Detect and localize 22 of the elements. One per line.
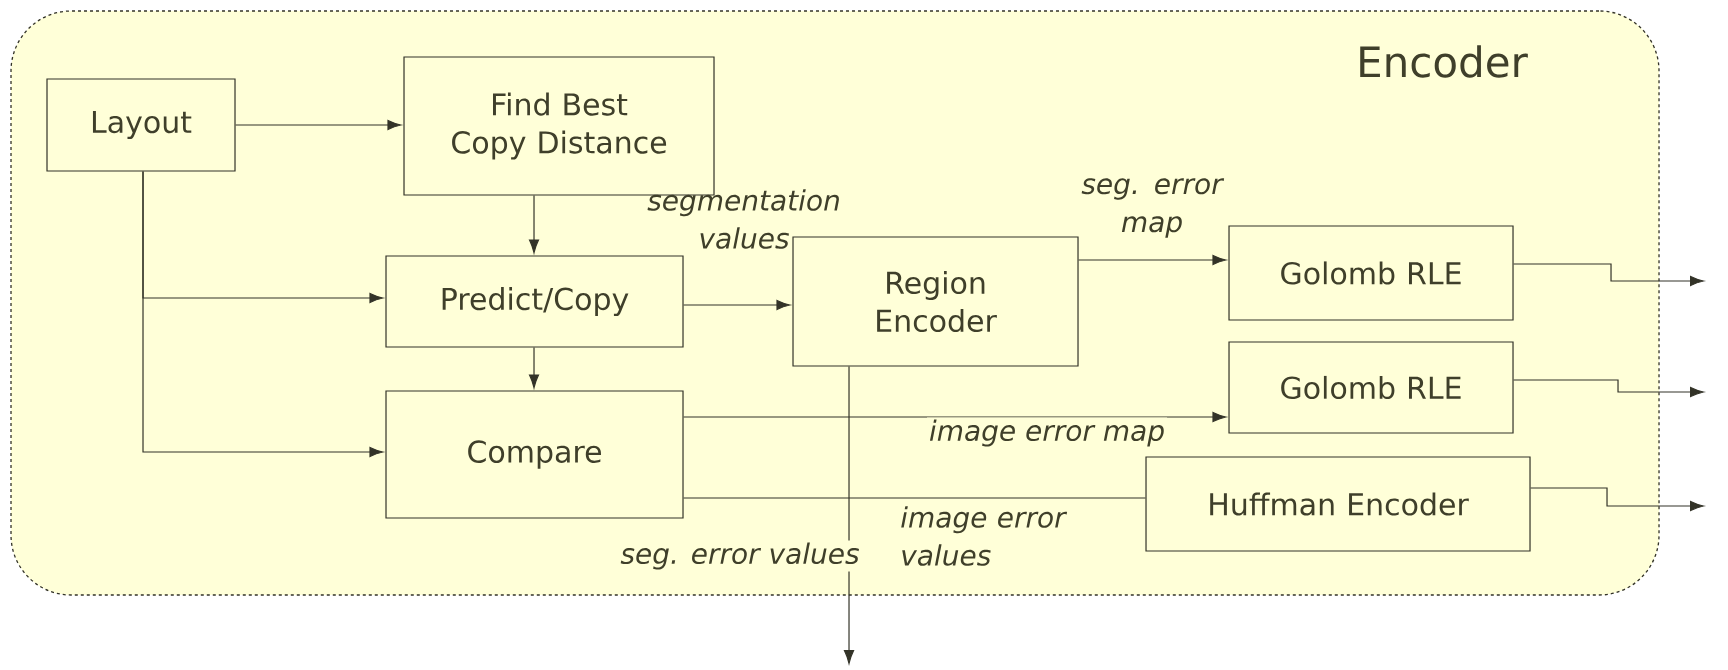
arrow xyxy=(683,411,1227,423)
process-box: Golomb RLE xyxy=(1228,225,1514,321)
arrow xyxy=(142,171,384,458)
arrow xyxy=(1078,254,1227,266)
arrow xyxy=(235,119,402,131)
process-box: Predict/Copy xyxy=(385,255,684,348)
edge-label: seg. error values xyxy=(618,540,862,572)
arrow xyxy=(1513,379,1704,398)
process-box: Huffman Encoder xyxy=(1145,456,1531,552)
process-box: Region Encoder xyxy=(792,236,1079,367)
process-box: Layout xyxy=(46,78,236,172)
arrow xyxy=(1513,263,1704,287)
arrow xyxy=(528,195,540,254)
arrow xyxy=(528,347,540,389)
process-box: Find Best Copy Distance xyxy=(403,56,715,196)
edge-label: image error values xyxy=(898,504,1079,568)
edge-label: seg. error map xyxy=(1081,178,1225,238)
edge-label: image error map xyxy=(926,417,1168,449)
arrow xyxy=(1530,487,1704,512)
arrow xyxy=(683,299,791,311)
process-box: Golomb RLE xyxy=(1228,341,1514,434)
process-box: Compare xyxy=(385,390,684,519)
